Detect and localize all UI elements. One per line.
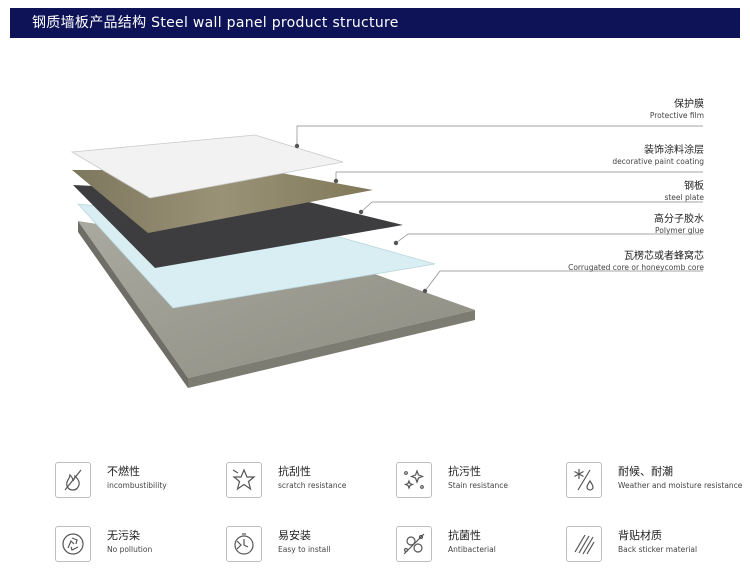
timer-icon xyxy=(226,526,262,562)
feature-title: 抗刮性 xyxy=(278,465,311,478)
stripes-icon xyxy=(566,526,602,562)
feature-subtitle: Weather and moisture resistance xyxy=(618,481,743,490)
layer-label-cn: 装饰涂料涂层 xyxy=(644,145,704,156)
layer-label-en: Polymer glue xyxy=(655,226,704,235)
layer-label-en: Protective film xyxy=(649,111,704,120)
layer-label-steel-plate: 钢板 steel plate xyxy=(664,180,704,203)
layer-label-en: steel plate xyxy=(664,193,704,202)
layer-label-polymer-glue: 高分子胶水 Polymer glue xyxy=(654,213,704,236)
layer-label-cn: 保护膜 xyxy=(674,99,704,110)
feature-title: 背贴材质 xyxy=(618,529,662,542)
feature-subtitle: Back sticker material xyxy=(618,545,698,554)
panel-structure-diagram xyxy=(70,125,703,388)
layer-label-protective-film: 保护膜 Protective film xyxy=(650,98,704,121)
layer-label-en: decorative paint coating xyxy=(612,157,704,166)
header-title: 钢质墙板产品结构 Steel wall panel product struct… xyxy=(32,15,399,31)
sparkle-icon xyxy=(396,462,432,498)
layer-label-cn: 高分子胶水 xyxy=(654,214,704,225)
feature-title: 耐候、耐潮 xyxy=(618,465,673,478)
protective-film-layer xyxy=(70,134,344,199)
layer-label-paint-coating: 装饰涂料涂层 decorative paint coating xyxy=(612,144,704,167)
feature-subtitle: scratch resistance xyxy=(278,481,347,490)
feature-title: 无污染 xyxy=(107,529,140,542)
layer-label-cn: 钢板 xyxy=(684,181,704,192)
fire-icon xyxy=(55,462,91,498)
recycle-icon xyxy=(55,526,91,562)
feature-subtitle: Easy to install xyxy=(278,545,331,554)
feature-subtitle: No pollution xyxy=(107,545,153,554)
star-icon xyxy=(226,462,262,498)
leader-dots xyxy=(294,143,428,294)
feature-title: 易安装 xyxy=(278,529,311,542)
feature-subtitle: Stain resistance xyxy=(448,481,508,490)
feature-subtitle: incombustibility xyxy=(107,481,167,490)
layer-label-cn: 瓦楞芯或者蜂窝芯 xyxy=(624,251,704,262)
snowflake-drop-icon xyxy=(566,462,602,498)
feature-title: 不燃性 xyxy=(107,465,140,478)
layer-label-en: Corrugated core or honeycomb core xyxy=(568,263,704,272)
bacteria-icon xyxy=(396,526,432,562)
layer-label-core: 瓦楞芯或者蜂窝芯 Corrugated core or honeycomb co… xyxy=(568,250,704,273)
feature-title: 抗污性 xyxy=(448,465,481,478)
feature-subtitle: Antibacterial xyxy=(448,545,496,554)
feature-title: 抗菌性 xyxy=(448,529,481,542)
page-header: 钢质墙板产品结构 Steel wall panel product struct… xyxy=(10,8,740,38)
leader-lines xyxy=(296,125,703,292)
